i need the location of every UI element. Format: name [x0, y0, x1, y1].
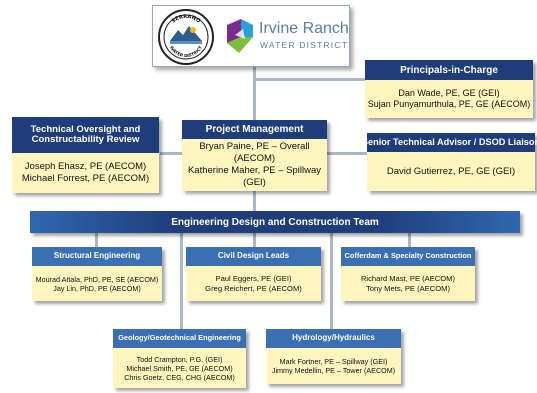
project-management-title: Project Management: [182, 120, 327, 139]
connector-oversight-pm: [160, 152, 182, 155]
project-management-member: Bryan Paine, PE – Overall (AECOM): [199, 141, 310, 165]
project-management-member: Katherine Maher, PE – Spillway (GEI): [187, 165, 322, 188]
structural-engineering-box: Structural Engineering Mourad Attala, Ph…: [32, 247, 162, 301]
technical-oversight-member: Joseph Ehasz, PE (AECOM): [24, 161, 147, 173]
civil-design-members: Paul Eggers, PE (GEI) Greg Reichert, PE …: [186, 266, 321, 301]
connector-logo-to-principals: [253, 66, 256, 80]
geology-member: Chris Goetz, CEG, CHG (AECOM): [124, 372, 235, 382]
hydrology-title: Hydrology/Hydraulics: [266, 329, 401, 348]
geology-box: Geology/Geotechnical Engineering Todd Cr…: [113, 329, 246, 388]
structural-engineering-member: Jay Lin, PhD, PE (AECOM): [53, 283, 141, 293]
hydrology-member: Jimmy Medellin, PE – Tower (AECOM): [271, 366, 396, 375]
senior-advisor-title: Senior Technical Advisor / DSOD Liaison: [362, 133, 537, 152]
structural-engineering-member: Mourad Attala, PhD, PE, SE (AECOM): [35, 274, 159, 284]
technical-oversight-member: Michael Forrest, PE (AECOM): [21, 173, 150, 184]
structural-engineering-title: Structural Engineering: [32, 247, 162, 266]
geology-members: Todd Crampton, P.G. (GEI) Michael Smith,…: [113, 348, 246, 388]
connector-pm-advisor: [327, 152, 367, 155]
technical-oversight-title-line: Constructability Review: [31, 134, 140, 145]
senior-advisor-member: David Gutierrez, PE, GE (GEI): [386, 165, 516, 177]
civil-design-box: Civil Design Leads Paul Eggers, PE (GEI)…: [186, 247, 321, 301]
connector-team-civil: [253, 233, 256, 247]
technical-oversight-title: Technical Oversight and Constructability…: [12, 117, 159, 153]
hydrology-box: Hydrology/Hydraulics Mark Fortner, PE – …: [266, 329, 401, 384]
hydrology-member: Mark Fortner, PE – Spillway (GEI): [279, 357, 388, 366]
principals-member: Dan Wade, PE, GE (GEI): [398, 87, 500, 98]
connector-team-cofferdam: [408, 233, 411, 247]
cofferdam-member: Tony Mets, PE (AECOM): [366, 283, 450, 293]
svg-text:SERRANO: SERRANO: [171, 14, 202, 25]
civil-design-title: Civil Design Leads: [186, 247, 321, 266]
cofferdam-box: Cofferdam & Specialty Construction Richa…: [341, 247, 475, 301]
principals-in-charge-box: Principals-in-Charge Dan Wade, PE, GE (G…: [365, 60, 533, 118]
cofferdam-title: Cofferdam & Specialty Construction: [341, 247, 475, 266]
geology-member: Todd Crampton, P.G. (GEI): [136, 354, 223, 364]
connector-team-structural: [95, 233, 98, 247]
principals-title: Principals-in-Charge: [365, 60, 533, 80]
project-management-members: Bryan Paine, PE – Overall (AECOM) Kather…: [182, 139, 327, 191]
structural-engineering-members: Mourad Attala, PhD, PE, SE (AECOM) Jay L…: [32, 266, 162, 301]
hydrology-members: Mark Fortner, PE – Spillway (GEI) Jimmy …: [266, 348, 401, 384]
technical-oversight-box: Technical Oversight and Constructability…: [12, 117, 159, 193]
technical-oversight-members: Joseph Ehasz, PE (AECOM) Michael Forrest…: [12, 153, 159, 193]
client-logos-panel: SERRANO WATER DISTRICT Irvine Ranch WATE…: [152, 5, 350, 67]
project-management-box: Project Management Bryan Paine, PE – Ove…: [182, 120, 327, 191]
technical-oversight-title-line: Technical Oversight and: [30, 123, 141, 135]
engineering-team-bar: Engineering Design and Construction Team: [30, 211, 520, 233]
connector-top-horizontal: [253, 78, 365, 81]
serrano-water-district-logo: SERRANO WATER DISTRICT: [158, 9, 214, 65]
cofferdam-member: Richard Mast, PE (AECOM): [360, 274, 456, 284]
connector-team-hydrology: [330, 233, 333, 329]
geology-title: Geology/Geotechnical Engineering: [113, 329, 246, 348]
geology-member: Michael Smith, PE, GE (AECOM): [126, 363, 233, 373]
senior-advisor-box: Senior Technical Advisor / DSOD Liaison …: [362, 133, 537, 191]
irvine-ranch-logo-mark: [227, 19, 253, 53]
principals-member: Sujan Punyamurthula, PE, GE (AECOM): [367, 99, 531, 109]
civil-design-member: Paul Eggers, PE (GEI): [215, 274, 292, 284]
irvine-ranch-name: Irvine Ranch: [259, 20, 349, 37]
irvine-ranch-subtitle: WATER DISTRICT: [260, 40, 349, 50]
cofferdam-members: Richard Mast, PE (AECOM) Tony Mets, PE (…: [341, 266, 475, 301]
principals-members: Dan Wade, PE, GE (GEI) Sujan Punyamurthu…: [365, 80, 533, 118]
connector-spine-to-pm: [253, 80, 256, 120]
civil-design-member: Greg Reichert, PE (AECOM): [205, 283, 302, 293]
connector-pm-to-team: [253, 190, 256, 212]
connector-team-geology: [180, 233, 183, 329]
senior-advisor-members: David Gutierrez, PE, GE (GEI): [367, 152, 535, 191]
